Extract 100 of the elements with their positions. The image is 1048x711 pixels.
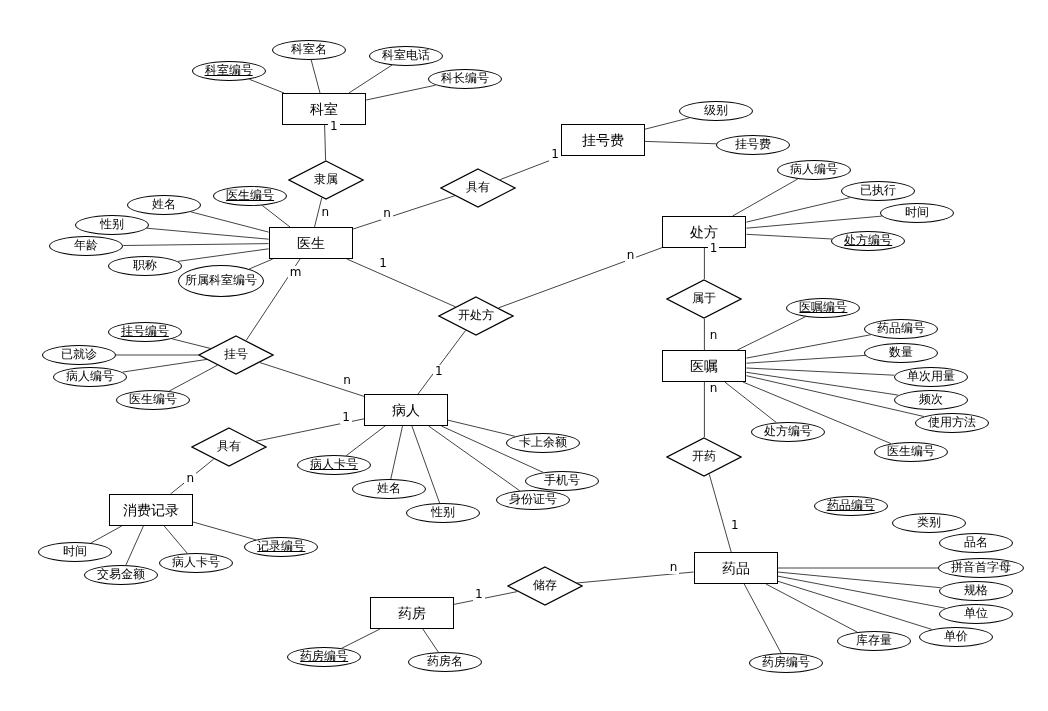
connector-line [703, 318, 705, 351]
attribute-ellipse: 处方编号 [751, 422, 826, 442]
attribute-ellipse: 时间 [880, 203, 954, 223]
attribute-ellipse: 病人卡号 [158, 553, 233, 573]
entity-box: 病人 [364, 394, 449, 426]
attribute-ellipse: 医生编号 [874, 442, 949, 462]
connector-line [745, 334, 872, 359]
relationship-diamond: 属于 [666, 279, 743, 319]
connector-line [115, 354, 199, 356]
attribute-ellipse: 科室编号 [191, 61, 266, 81]
connector-line [745, 215, 883, 229]
attribute-ellipse: 医生编号 [213, 186, 288, 206]
connector-line [703, 381, 705, 438]
connector-line [644, 140, 717, 145]
connector-line [177, 248, 270, 262]
entity-box: 挂号费 [561, 124, 646, 156]
attribute-ellipse: 药房编号 [749, 653, 824, 673]
connector-line [171, 338, 212, 349]
attribute-ellipse: 身份证号 [495, 490, 570, 510]
connector-line [346, 258, 457, 308]
edge-label: 1 [472, 587, 485, 601]
attribute-ellipse: 手机号 [525, 471, 600, 491]
attribute-ellipse: 医嘱编号 [786, 298, 861, 318]
connector-line [365, 84, 437, 101]
connector-line [422, 628, 439, 653]
relationship-diamond: 开处方 [438, 296, 515, 336]
relationship-diamond: 具有 [190, 427, 267, 467]
connector-line [324, 124, 327, 161]
attribute-ellipse: 库存量 [837, 631, 912, 651]
attribute-ellipse: 级别 [679, 101, 754, 121]
connector-line [245, 258, 301, 341]
connector-line [453, 591, 518, 605]
attribute-ellipse: 挂号编号 [107, 322, 182, 342]
attribute-ellipse: 医生编号 [115, 390, 190, 410]
connector-line [428, 425, 521, 492]
entity-box: 消费记录 [108, 494, 193, 526]
connector-line [745, 354, 866, 364]
attribute-ellipse: 处方编号 [831, 231, 906, 251]
attribute-ellipse: 科室名 [271, 40, 346, 60]
relationship-diamond: 储存 [506, 566, 583, 606]
connector-line [743, 583, 782, 654]
edge-label: 1 [433, 364, 445, 378]
connector-line [345, 425, 386, 457]
edge-label: n [667, 561, 680, 575]
attribute-ellipse: 已就诊 [41, 345, 116, 365]
attribute-ellipse: 药品编号 [864, 319, 939, 339]
attribute-ellipse: 病人卡号 [296, 455, 371, 475]
entity-box: 医生 [268, 227, 353, 259]
attribute-ellipse: 挂号费 [716, 135, 791, 155]
connector-line [745, 197, 851, 223]
connector-line [644, 117, 690, 130]
connector-line [125, 525, 144, 566]
connector-line [146, 227, 270, 240]
connector-line [348, 64, 393, 94]
attribute-ellipse: 姓名 [351, 479, 426, 499]
connector-line [122, 358, 208, 373]
relationship-diamond: 具有 [440, 168, 517, 208]
connector-line [259, 362, 365, 397]
connector-line [703, 247, 705, 280]
relationship-diamond: 隶属 [288, 160, 365, 200]
edge-label: n [624, 249, 637, 263]
attribute-ellipse: 品名 [938, 533, 1013, 553]
attribute-ellipse: 性别 [406, 503, 481, 523]
connector-line [724, 381, 777, 423]
attribute-ellipse: 记录编号 [244, 537, 319, 557]
connector-line [745, 233, 833, 240]
attribute-ellipse: 类别 [891, 513, 966, 533]
connector-line [708, 473, 732, 553]
attribute-ellipse: 病人编号 [53, 367, 128, 387]
attribute-ellipse: 所属科室编号 [177, 265, 264, 297]
edge-label: n [184, 471, 197, 485]
attribute-ellipse: 病人编号 [776, 160, 851, 180]
connector-line [498, 247, 663, 309]
attribute-ellipse: 卡上余额 [505, 433, 580, 453]
attribute-ellipse: 职称 [107, 256, 182, 276]
attribute-ellipse: 单位 [938, 604, 1013, 624]
connector-line [170, 458, 215, 495]
edge-label: n [381, 207, 393, 221]
relationship-diamond: 挂号 [198, 335, 275, 375]
connector-line [314, 197, 323, 228]
attribute-ellipse: 交易金额 [84, 565, 159, 585]
connector-line [163, 525, 188, 554]
connector-line [777, 567, 939, 569]
connector-line [417, 329, 467, 395]
attribute-ellipse: 药品编号 [813, 496, 888, 516]
attribute-ellipse: 药房编号 [287, 647, 362, 667]
connector-line [190, 211, 270, 233]
connector-line [352, 195, 456, 230]
attribute-ellipse: 性别 [74, 215, 149, 235]
connector-line [122, 243, 270, 246]
attribute-ellipse: 药房名 [408, 652, 483, 672]
connector-line [310, 59, 321, 94]
attribute-ellipse: 规格 [938, 581, 1013, 601]
connector-line [248, 258, 274, 270]
attribute-ellipse: 拼音首字母 [938, 558, 1025, 578]
connector-line [576, 571, 695, 584]
attribute-ellipse: 使用方法 [915, 413, 990, 433]
attribute-ellipse: 时间 [37, 542, 112, 562]
relationship-diamond: 开药 [666, 437, 743, 477]
attribute-ellipse: 已执行 [841, 181, 915, 201]
